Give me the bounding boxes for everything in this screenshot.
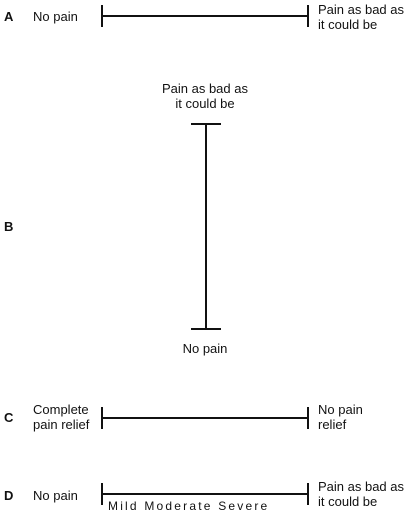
scale-a-letter: A — [4, 9, 14, 24]
scale-c-left-label: Complete pain relief — [33, 402, 90, 432]
scale-c-right-label: No pain relief — [318, 402, 363, 432]
scale-a-right-label: Pain as bad as it could be — [318, 2, 405, 32]
scale-c-left-cap — [101, 407, 103, 429]
scale-b-bottom-label: No pain — [182, 341, 228, 356]
scale-d-right-cap — [307, 483, 309, 505]
scale-b-bar — [205, 123, 207, 330]
scale-b-bottom-cap — [191, 328, 221, 330]
scale-c-letter: C — [4, 410, 14, 425]
scale-c-bar — [101, 417, 309, 419]
scale-d-categories: Mild Moderate Severe — [108, 499, 269, 513]
scale-a-left-label: No pain — [33, 9, 78, 24]
scale-d-category-moderate: Moderate — [144, 499, 213, 513]
scale-d-letter: D — [4, 488, 14, 503]
scale-d-left-cap — [101, 483, 103, 505]
scale-d-left-label: No pain — [33, 488, 78, 503]
scale-c-right-cap — [307, 407, 309, 429]
scale-d-right-label: Pain as bad as it could be — [318, 479, 405, 509]
scale-b-top-cap — [191, 123, 221, 125]
scale-d-bar — [101, 493, 309, 495]
scale-a-right-cap — [307, 5, 309, 27]
scale-b-letter: B — [4, 219, 14, 234]
scale-d-category-mild: Mild — [108, 499, 139, 513]
scale-a-left-cap — [101, 5, 103, 27]
scale-a-bar — [101, 15, 309, 17]
scale-b-top-label: Pain as bad as it could be — [161, 81, 248, 111]
scale-d-category-severe: Severe — [218, 499, 270, 513]
